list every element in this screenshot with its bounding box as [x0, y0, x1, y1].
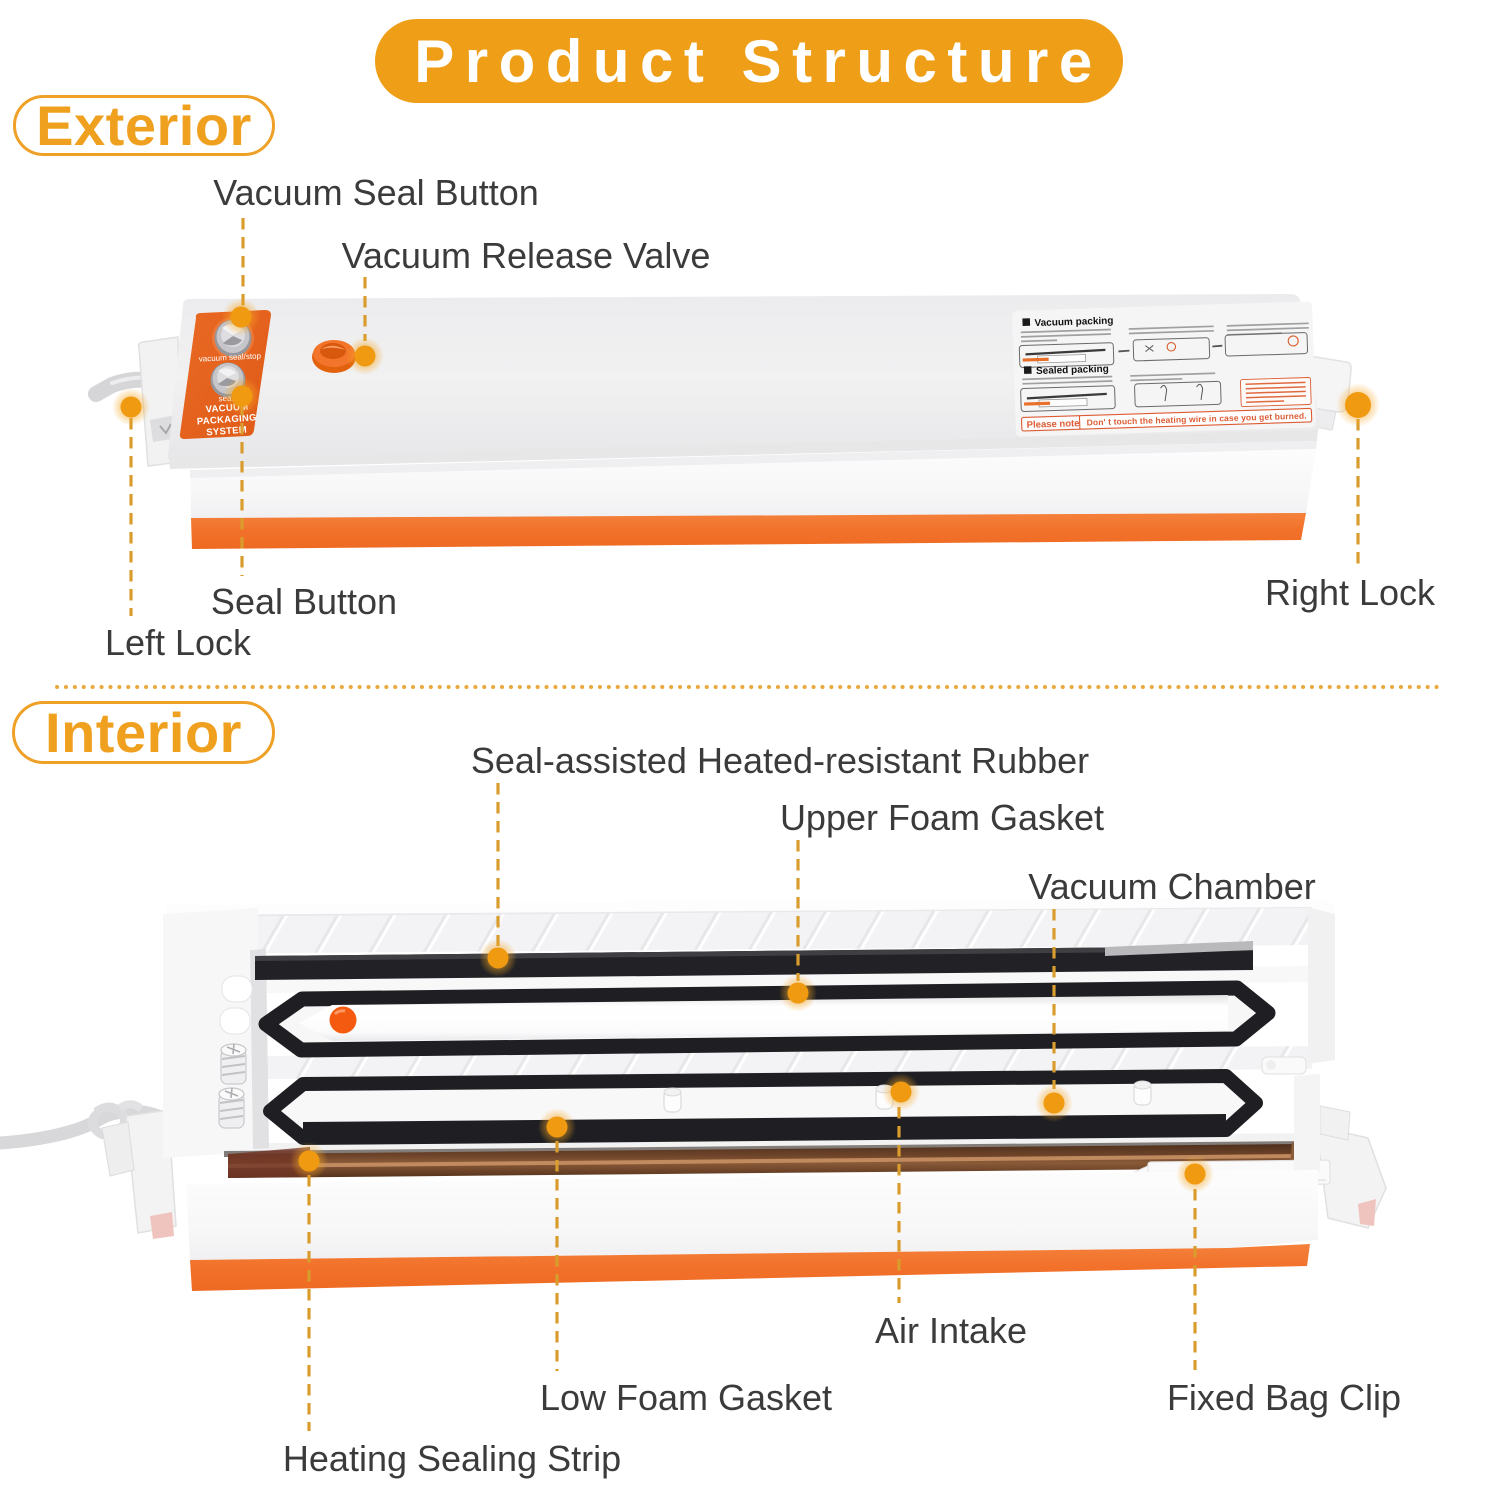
svg-text:SYSTEM: SYSTEM — [206, 425, 248, 439]
svg-text:vacuum seal/stop: vacuum seal/stop — [199, 351, 262, 363]
svg-text:Vacuum packing: Vacuum packing — [1034, 316, 1113, 329]
svg-text:Sealed packing: Sealed packing — [1036, 364, 1109, 377]
svg-text:Please note: Please note — [1027, 418, 1080, 431]
